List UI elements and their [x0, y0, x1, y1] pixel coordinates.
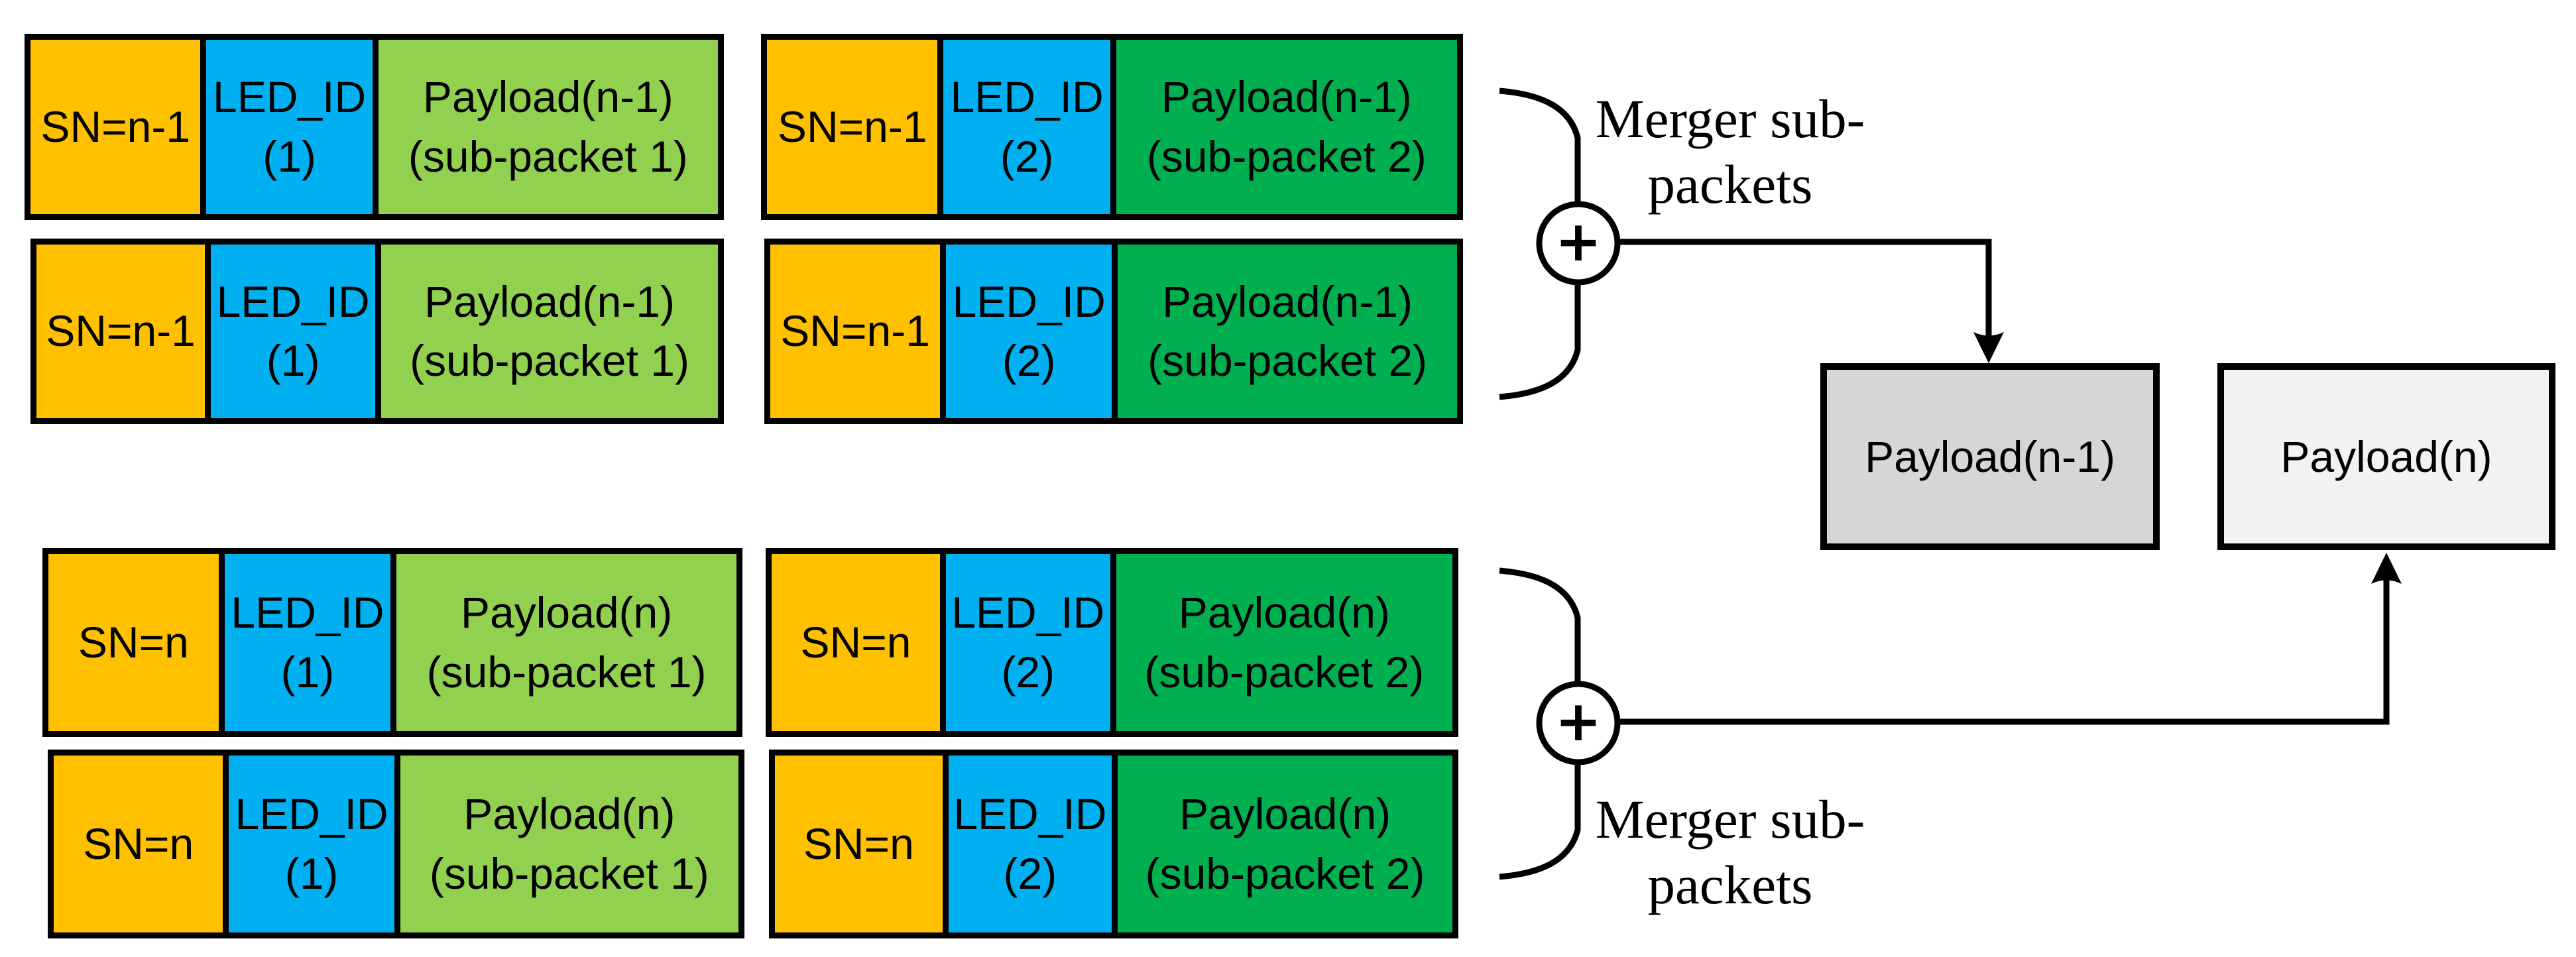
arrow-bottom-line — [1617, 580, 2390, 725]
merger-label-line2: packets — [1647, 854, 1813, 915]
sn-value: SN=n-1 — [777, 101, 927, 151]
led-id-line2: (2) — [1003, 848, 1057, 898]
packet-n-led1-a: SN=n LED_ID (1) Payload(n) (sub-packet 1) — [42, 548, 742, 737]
sn-value: SN=n-1 — [780, 306, 930, 356]
payload-field: Payload(n) (sub-packet 1) — [400, 756, 738, 932]
arrow-top-line — [1617, 239, 1992, 338]
led-id-line1: LED_ID — [235, 789, 388, 839]
packet-n-1-led2-a: SN=n-1 LED_ID (2) Payload(n-1) (sub-packet… — [761, 34, 1463, 220]
merger-label-bottom: Merger sub- packets — [1581, 787, 1879, 918]
sn-field: SN=n-1 — [30, 40, 207, 214]
payload-field: Payload(n-1) (sub-packet 1) — [381, 245, 718, 418]
sn-value: SN=n-1 — [46, 306, 196, 356]
merged-payload-n-1-label: Payload(n-1) — [1865, 432, 2115, 481]
payload-line1: Payload(n-1) — [424, 276, 675, 326]
payload-line1: Payload(n-1) — [1162, 276, 1413, 326]
led-id-field: LED_ID (2) — [943, 40, 1116, 214]
payload-field: Payload(n) (sub-packet 2) — [1118, 756, 1452, 932]
merger-circle-bottom — [1536, 681, 1621, 765]
payload-line2: (sub-packet 2) — [1147, 336, 1428, 385]
merge-brace-top-lower — [1499, 282, 1581, 400]
led-id-line1: LED_ID — [952, 276, 1106, 326]
payload-line2: (sub-packet 1) — [429, 848, 709, 898]
payload-line1: Payload(n) — [463, 789, 675, 839]
led-id-line1: LED_ID — [951, 588, 1105, 638]
led-id-line2: (2) — [1001, 647, 1055, 697]
sn-field: SN=n — [772, 554, 946, 731]
sn-field: SN=n-1 — [36, 245, 211, 418]
arrowhead-up-icon — [2371, 553, 2402, 584]
merge-brace-bottom-upper — [1499, 567, 1581, 684]
sn-field: SN=n — [775, 756, 949, 932]
led-id-line2: (1) — [280, 647, 335, 697]
payload-field: Payload(n-1) (sub-packet 2) — [1118, 245, 1457, 418]
led-id-line2: (1) — [284, 848, 339, 898]
sn-field: SN=n-1 — [770, 245, 947, 418]
sn-field: SN=n — [48, 554, 225, 731]
payload-field: Payload(n) (sub-packet 2) — [1116, 554, 1452, 731]
led-id-field: LED_ID (2) — [948, 756, 1118, 932]
payload-line2: (sub-packet 1) — [426, 647, 707, 697]
plus-icon: + — [1555, 209, 1602, 274]
payload-line2: (sub-packet 2) — [1144, 647, 1425, 697]
payload-line1: Payload(n) — [1178, 588, 1390, 638]
payload-line1: Payload(n-1) — [422, 72, 673, 122]
merger-circle-top — [1536, 201, 1621, 286]
packet-n-led2-b: SN=n LED_ID (2) Payload(n) (sub-packet 2) — [769, 750, 1458, 938]
led-id-line1: LED_ID — [953, 789, 1107, 839]
sn-field: SN=n — [54, 756, 229, 932]
led-id-field: LED_ID (1) — [211, 245, 382, 418]
merged-payload-n-1-box: Payload(n-1) — [1820, 363, 2160, 550]
led-id-field: LED_ID (1) — [224, 554, 397, 731]
merger-label-line1: Merger sub- — [1595, 789, 1865, 850]
merger-label-top: Merger sub- packets — [1581, 86, 1879, 217]
sn-value: SN=n — [803, 818, 914, 868]
merged-payload-n-box: Payload(n) — [2217, 363, 2555, 550]
merge-brace-top-upper — [1499, 87, 1581, 204]
led-id-line2: (2) — [1000, 131, 1054, 181]
sn-value: SN=n — [800, 617, 911, 667]
merger-label-line1: Merger sub- — [1595, 88, 1865, 149]
merge-brace-bottom-lower — [1499, 762, 1581, 880]
payload-field: Payload(n-1) (sub-packet 1) — [378, 40, 718, 214]
led-id-line1: LED_ID — [213, 72, 367, 122]
payload-line1: Payload(n) — [1179, 789, 1391, 839]
led-id-field: LED_ID (1) — [206, 40, 379, 214]
merger-label-line2: packets — [1647, 154, 1813, 215]
packet-n-led2-a: SN=n LED_ID (2) Payload(n) (sub-packet 2) — [766, 548, 1458, 737]
led-id-line1: LED_ID — [231, 588, 384, 638]
led-id-line1: LED_ID — [216, 276, 370, 326]
arrowhead-down-icon — [1973, 332, 2004, 363]
led-id-line1: LED_ID — [950, 72, 1104, 122]
payload-line2: (sub-packet 2) — [1146, 131, 1427, 181]
payload-field: Payload(n-1) (sub-packet 2) — [1116, 40, 1457, 214]
plus-icon: + — [1555, 689, 1602, 754]
packet-n-led1-b: SN=n LED_ID (1) Payload(n) (sub-packet 1) — [48, 750, 744, 938]
payload-line1: Payload(n-1) — [1161, 72, 1412, 122]
led-id-field: LED_ID (2) — [946, 245, 1118, 418]
payload-line2: (sub-packet 1) — [408, 131, 688, 181]
sn-value: SN=n-1 — [40, 101, 191, 151]
payload-line1: Payload(n) — [461, 588, 673, 638]
sn-value: SN=n — [78, 617, 189, 667]
merged-payload-n-label: Payload(n) — [2280, 432, 2492, 481]
payload-line2: (sub-packet 2) — [1145, 848, 1425, 898]
led-id-field: LED_ID (1) — [229, 756, 400, 932]
led-id-line2: (1) — [266, 336, 320, 385]
sn-value: SN=n — [83, 818, 194, 868]
led-id-field: LED_ID (2) — [945, 554, 1116, 731]
packet-n-1-led1-b: SN=n-1 LED_ID (1) Payload(n-1) (sub-packet… — [30, 239, 724, 424]
packet-n-1-led1-a: SN=n-1 LED_ID (1) Payload(n-1) (sub-packet… — [25, 34, 724, 220]
payload-line2: (sub-packet 1) — [410, 336, 689, 385]
led-id-line2: (1) — [263, 131, 316, 181]
payload-field: Payload(n) (sub-packet 1) — [396, 554, 736, 731]
sn-field: SN=n-1 — [767, 40, 944, 214]
led-id-line2: (2) — [1002, 336, 1056, 385]
packet-n-1-led2-b: SN=n-1 LED_ID (2) Payload(n-1) (sub-packet… — [764, 239, 1463, 424]
